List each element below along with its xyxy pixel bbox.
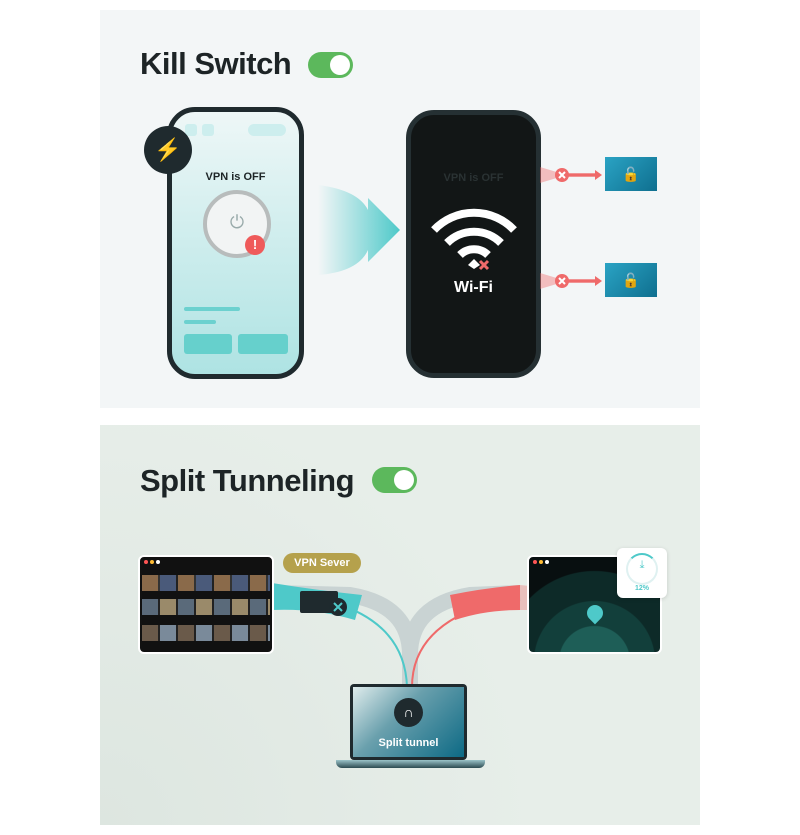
phone-blocked: VPN is OFF Wi-Fi [406, 110, 541, 378]
vpn-server-label: VPN Sever [283, 553, 361, 573]
blocked-connections [540, 167, 602, 289]
laptop-label: Split tunnel [378, 737, 439, 749]
unlocked-envelope-icon: 🔓 [605, 157, 657, 191]
streaming-window [138, 555, 274, 654]
kill-switch-toggle[interactable] [308, 52, 353, 78]
download-icon: ⤓ [639, 559, 645, 571]
laptop-base [336, 760, 485, 768]
blocked-icon [540, 167, 602, 183]
power-icon: ⏻ [229, 212, 245, 232]
vpn-status-text: VPN is OFF [205, 171, 266, 183]
alert-icon: ! [245, 235, 265, 255]
laptop: ∩ Split tunnel [350, 684, 467, 760]
location-pin-icon [583, 601, 607, 625]
wifi-label: Wi-Fi [454, 279, 493, 296]
kill-switch-title: Kill Switch [140, 46, 292, 81]
split-tunneling-toggle[interactable] [372, 467, 417, 493]
unlocked-envelope-icon: 🔓 [605, 263, 657, 297]
download-percent: 12% [634, 585, 649, 592]
map-window [527, 555, 662, 654]
tunnel-icon: ∩ [394, 698, 423, 727]
tunnels [272, 583, 570, 688]
kill-switch-panel: Kill Switch VPN is OFF ⏻ ! ⚡ VPN is OFF … [100, 10, 700, 408]
unplug-icon: ⚡ [144, 126, 192, 174]
phone-vpn-off: VPN is OFF ⏻ ! [167, 107, 304, 379]
arrow-icon [318, 185, 400, 275]
wifi-icon [431, 208, 517, 271]
download-card: ⤓ 12% [617, 548, 667, 598]
blocked-icon [540, 273, 602, 289]
split-tunneling-title: Split Tunneling [140, 463, 355, 498]
split-tunneling-panel: Split Tunneling VPN Sever ⤓ 12% ∩ [100, 425, 700, 825]
blocked-status-text: VPN is OFF [443, 172, 504, 184]
